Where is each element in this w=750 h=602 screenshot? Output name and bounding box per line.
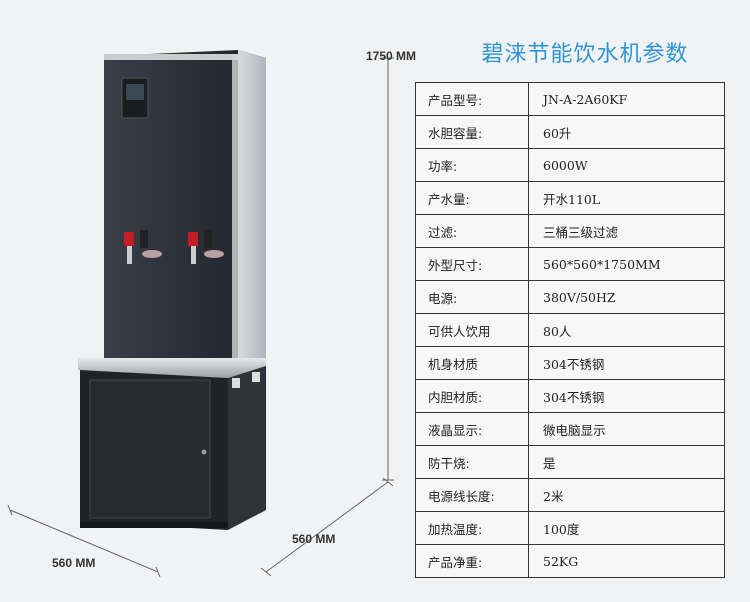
dimension-lines — [7, 57, 394, 578]
water-tap-right — [188, 230, 224, 264]
machine-side-panel — [238, 50, 266, 360]
spec-label: 产品型号: — [415, 82, 529, 116]
spec-label: 内胆材质: — [415, 379, 529, 413]
spec-value: 是 — [528, 445, 725, 479]
spec-row: 液晶显示:微电脑显示 — [415, 412, 725, 446]
spec-row: 电源线长度:2米 — [415, 478, 725, 512]
spec-label: 液晶显示: — [415, 412, 529, 446]
spec-label: 机身材质 — [415, 346, 529, 380]
spec-value: 微电脑显示 — [528, 412, 725, 446]
spec-label: 防干烧: — [415, 445, 529, 479]
spec-label: 产品净重: — [415, 544, 529, 578]
spec-label: 加热温度: — [415, 511, 529, 545]
spec-row: 过滤:三桶三级过滤 — [415, 214, 725, 248]
spec-value: 2米 — [528, 478, 725, 512]
spec-value: 6000W — [528, 148, 725, 182]
spec-value: 80人 — [528, 313, 725, 347]
spec-value: 304不锈钢 — [528, 346, 725, 380]
depth-dimension: 560 MM — [292, 532, 336, 546]
spec-value: 304不锈钢 — [528, 379, 725, 413]
spec-row: 防干烧:是 — [415, 445, 725, 479]
page-title: 碧涞节能饮水机参数 — [481, 42, 689, 67]
spec-value: 开水110L — [528, 181, 725, 215]
spec-label: 产水量: — [415, 181, 529, 215]
spec-label: 电源: — [415, 280, 529, 314]
spec-row: 电源:380V/50HZ — [415, 280, 725, 314]
spec-value: 380V/50HZ — [528, 280, 725, 314]
spec-value: JN-A-2A60KF — [528, 82, 725, 116]
spec-row: 水胆容量:60升 — [415, 115, 725, 149]
spec-value: 三桶三级过滤 — [528, 214, 725, 248]
width-dimension: 560 MM — [52, 556, 96, 570]
spec-value: 100度 — [528, 511, 725, 545]
spec-label: 可供人饮用 — [415, 313, 529, 347]
spec-row: 产品净重:52KG — [415, 544, 725, 578]
spec-label: 电源线长度: — [415, 478, 529, 512]
spec-row: 加热温度:100度 — [415, 511, 725, 545]
spec-row: 外型尺寸:560*560*1750MM — [415, 247, 725, 281]
spec-row: 内胆材质:304不锈钢 — [415, 379, 725, 413]
spec-label: 过滤: — [415, 214, 529, 248]
spec-row: 产品型号:JN-A-2A60KF — [415, 82, 725, 116]
spec-value: 560*560*1750MM — [528, 247, 725, 281]
spec-value: 52KG — [528, 544, 725, 578]
water-tap-left — [124, 230, 162, 264]
spec-label: 外型尺寸: — [415, 247, 529, 281]
spec-value: 60升 — [528, 115, 725, 149]
spec-label: 水胆容量: — [415, 115, 529, 149]
height-dimension: 1750 MM — [366, 49, 417, 63]
spec-label: 功率: — [415, 148, 529, 182]
machine-upper-body — [104, 50, 266, 360]
spec-row: 产水量:开水110L — [415, 181, 725, 215]
product-illustration — [7, 50, 394, 578]
spec-row: 功率:6000W — [415, 148, 725, 182]
drip-tray — [78, 358, 266, 378]
cabinet-lock — [201, 449, 207, 455]
